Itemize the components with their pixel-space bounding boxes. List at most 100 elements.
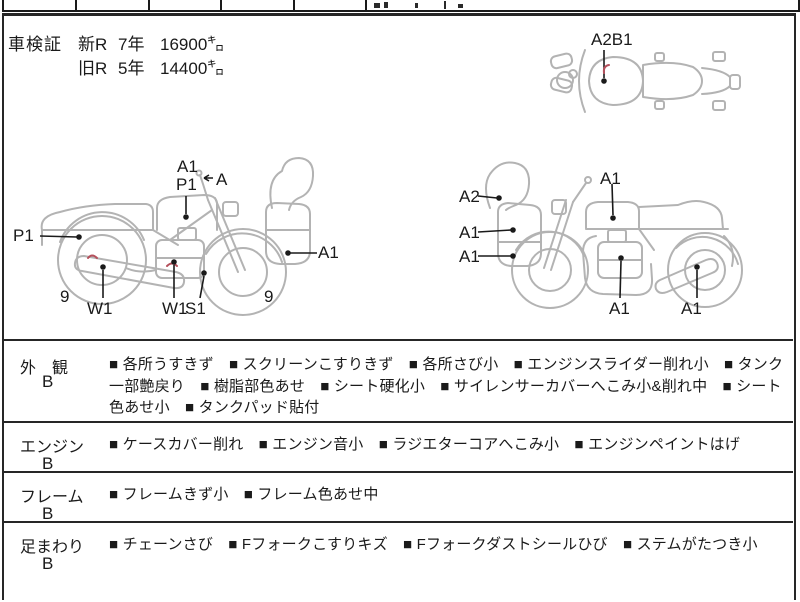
footpeg-right [654, 100, 665, 110]
annotation-dot [100, 264, 106, 270]
section-engine-items: ■ ケースカバー削れ ■ エンジン音小 ■ ラジエターコアへこみ小 ■ エンジン… [109, 436, 741, 453]
mirror [195, 169, 203, 177]
seat-tail [638, 200, 724, 230]
annotation-dot [618, 255, 624, 261]
mirror-stem [199, 174, 209, 201]
rear-wheel [57, 215, 147, 305]
section-exterior: 外 観 B ■ 各所うすきず ■ スクリーンこすりきず ■ 各所さび小 ■ エン… [4, 339, 793, 421]
rear-wheel-hub [684, 249, 726, 291]
rear-axle-left [712, 51, 726, 62]
registration-era-old: 旧R [78, 59, 108, 78]
section-frame-name: フレーム [20, 489, 84, 506]
section-undercarriage-grade: B [42, 554, 54, 573]
damage-mark-red [602, 64, 610, 74]
table-column-divider [148, 0, 150, 10]
annotation-line [611, 183, 614, 216]
section-undercarriage: 足まわり B ■ チェーンさび ■ Fフォークこすりキズ ■ Fフォークダストシ… [4, 521, 793, 602]
headstock [556, 71, 574, 89]
registration-year-new: 7年 [118, 35, 145, 54]
annotation-dot [694, 264, 700, 270]
annotation-label-left-front-cowl: A1 [318, 243, 339, 262]
section-frame-items: ■ フレームきず小 ■ フレーム色あせ中 [109, 486, 379, 503]
annotation-label-left-rear-fender: P1 [13, 226, 34, 245]
front-fork [543, 199, 574, 271]
annotation-dot [610, 215, 616, 221]
annotation-label-right-cowl-upper: A2 [459, 187, 480, 206]
annotation-label-right-tank: A1 [600, 169, 621, 188]
muffler [654, 258, 719, 294]
cropped-text-fragment [415, 3, 418, 8]
annotation-dot [510, 253, 516, 259]
table-column-divider [293, 0, 295, 10]
annotation-arrow [203, 174, 213, 182]
front-fender [515, 230, 585, 257]
annotation-line [477, 195, 498, 199]
cropped-text-fragment [384, 2, 388, 8]
cropped-text-fragment [458, 4, 463, 8]
annotation-label-left-tank-lower: P1 [176, 175, 197, 194]
annotation-label-left-muffler: W1 [87, 299, 113, 318]
windscreen-arc [578, 49, 586, 113]
registration-odometer-new: 16900㌔ [160, 35, 225, 54]
cropped-text-fragment [374, 3, 380, 8]
headlight [551, 199, 567, 215]
cowl-upper-piece [269, 157, 315, 211]
annotation-label-right-cowl-lower: A1 [459, 247, 480, 266]
front-fork [207, 197, 246, 273]
section-undercarriage-name: 足まわり [20, 539, 85, 556]
annotation-label-left-rear-wheel: 9 [60, 287, 70, 306]
annotation-line [619, 260, 622, 299]
cowl-lower-piece [497, 202, 542, 267]
annotation-label-right-engine: A1 [609, 299, 630, 318]
annotation-label-left-mirror: A [216, 170, 228, 189]
registration-era-new: 新R [78, 35, 108, 54]
annotation-label-right-cowl-mid: A1 [459, 223, 480, 242]
annotation-dot [601, 78, 607, 84]
annotation-label-left-tank-upper: A1 [177, 157, 198, 176]
carburetor [607, 229, 627, 243]
table-column-divider [75, 0, 77, 10]
rear-fender [59, 211, 145, 243]
handlebar-right [549, 76, 574, 94]
tail-cowl [40, 203, 154, 246]
front-wheel [199, 228, 287, 316]
annotation-line [477, 229, 512, 233]
cropped-text-fragment [444, 1, 446, 9]
cropped-table-row [2, 0, 800, 12]
table-column-divider [220, 0, 222, 10]
rear-fender [675, 235, 739, 265]
frame-tube [638, 228, 655, 251]
annotation-dot [76, 234, 82, 240]
registration-odometer-old: 14400㌔ [160, 59, 225, 78]
annotation-line [199, 275, 205, 299]
annotation-dot [171, 259, 177, 265]
carburetor [177, 227, 197, 241]
section-frame: フレーム B ■ フレームきず小 ■ フレーム色あせ中 [4, 471, 793, 523]
section-undercarriage-items: ■ チェーンさび ■ Fフォークこすりキズ ■ Fフォークダストシールひび ■ … [109, 536, 758, 553]
rear-axle-right [712, 100, 726, 111]
section-engine-name: エンジン [20, 439, 85, 456]
section-exterior-items: ■ 各所うすきず ■ スクリーンこすりきず ■ 各所さび小 ■ エンジンスライダ… [109, 356, 784, 416]
footpeg-left [654, 52, 665, 62]
registration-block: 車検証 新R 7年 16900㌔ 旧R 5年 14400㌔ [4, 28, 794, 88]
annotation-dot [496, 195, 502, 201]
sheet-body: 車検証 新R 7年 16900㌔ 旧R 5年 14400㌔ 外 観 B ■ 各所… [2, 13, 796, 600]
annotation-line [39, 235, 78, 238]
annotation-label-left-engine: W1 [162, 299, 188, 318]
mirror-stem [572, 182, 587, 203]
instrument [568, 69, 578, 79]
annotation-label-topview-tank: A2B1 [591, 30, 633, 49]
cowl-lower-piece [265, 202, 311, 265]
annotation-dot [183, 214, 189, 220]
section-engine-grade: B [42, 454, 54, 473]
cowl-upper-piece [485, 161, 531, 211]
motorcycle-top-view-diagram [549, 49, 741, 113]
annotation-dot [201, 270, 207, 276]
motorcycle-right-view-diagram [477, 161, 743, 309]
registration-label: 車検証 [8, 35, 62, 54]
annotation-label-left-front-wheel: 9 [264, 287, 274, 306]
table-column-divider [365, 0, 367, 10]
rear-tire [729, 74, 741, 90]
registration-year-old: 5年 [118, 59, 145, 78]
exhaust-pipe [125, 267, 157, 273]
